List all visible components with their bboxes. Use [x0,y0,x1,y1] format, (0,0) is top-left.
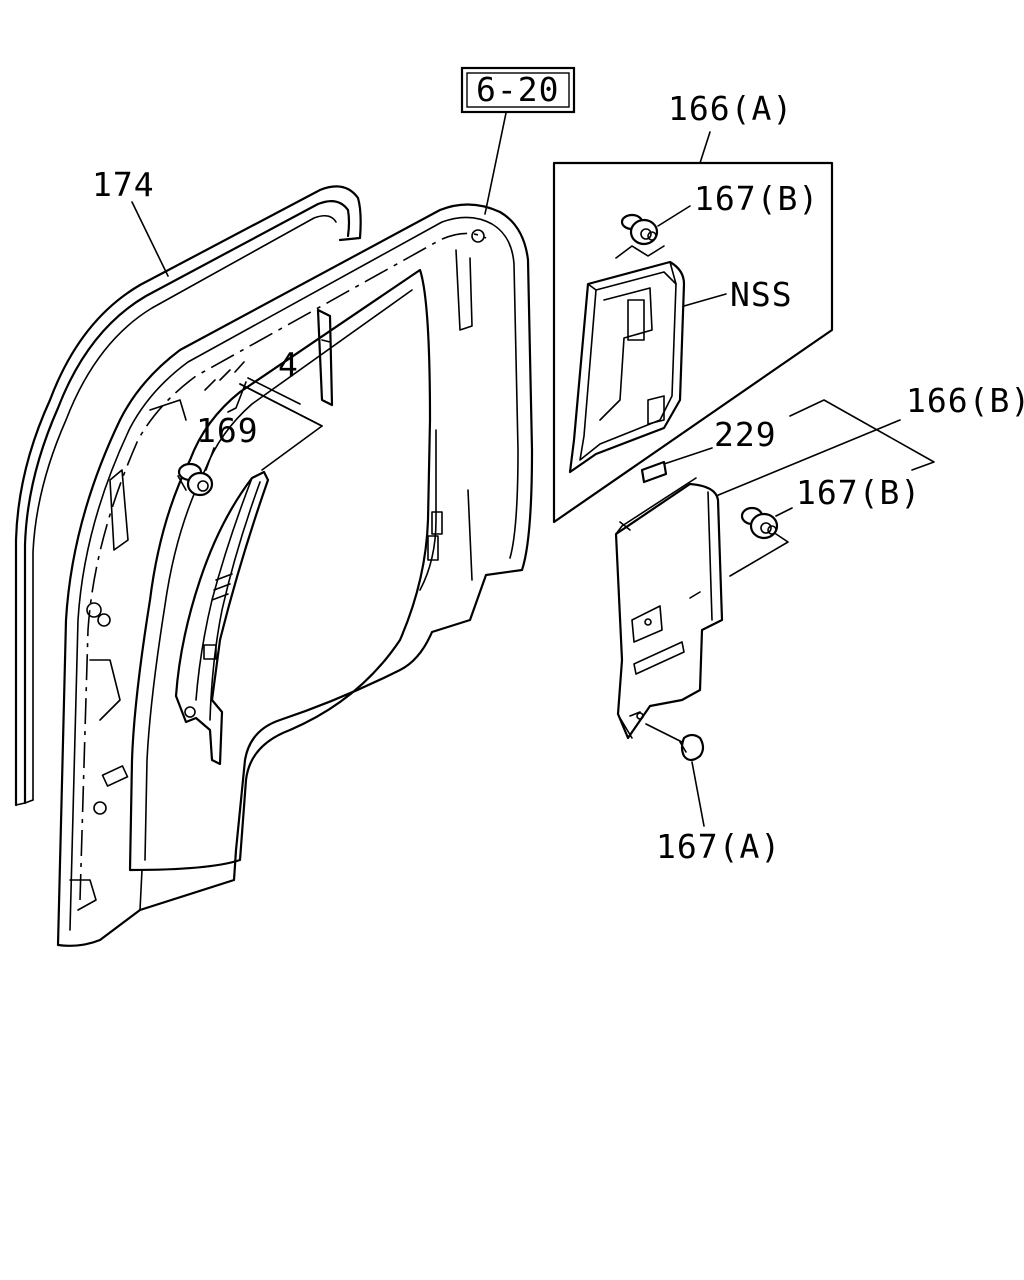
clip-169 [177,462,214,497]
part-label-167a: 167(A) [656,827,781,866]
leader-166b [789,399,935,471]
frame-166a [552,131,834,524]
rivet-167a [645,723,705,762]
part-label-4: 4 [278,345,299,384]
ref-box-6-20: 6-20 [460,66,576,215]
part-label-166a: 166(A) [668,89,793,128]
weatherstrip-174 [14,185,362,807]
part-label-167b-top: 167(B) [694,179,819,218]
leader-174 [131,201,169,277]
part-label-169: 169 [196,411,259,450]
part-label-174: 174 [92,165,155,204]
label-nss: NSS [730,275,793,314]
leader-nss [683,293,727,307]
part-label-167b-mid: 167(B) [796,473,921,512]
trim-nss [568,260,686,474]
garnish-4 [174,470,270,766]
spacer-229 [640,460,668,484]
door-inner-panel [56,203,534,947]
leader-229 [663,447,713,465]
ref-label: 6-20 [476,70,559,109]
leader-167b-mid-2 [729,533,789,577]
leader-167a [691,761,705,827]
leader-167b-mid [775,507,793,517]
leader-169 [205,447,215,471]
part-label-229: 229 [714,415,777,454]
clip-167b-mid [740,506,779,540]
trim-panel-166b [614,477,724,740]
clip-167b-top [615,213,665,259]
leader-167b-top [657,205,691,227]
part-label-166b: 166(B) [906,381,1024,420]
